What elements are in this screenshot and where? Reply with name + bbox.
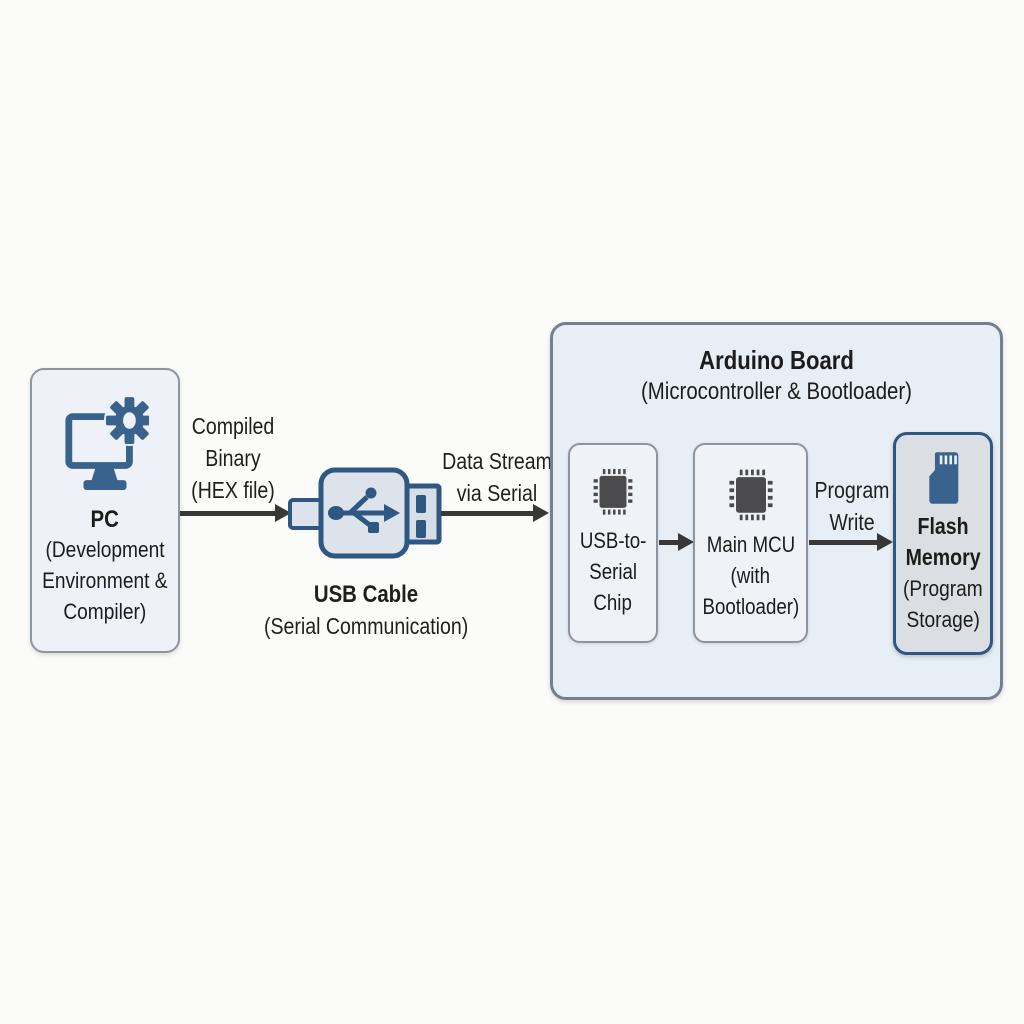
pc-box: PC (Development Environment & Compiler) [30,368,180,653]
usb-cable-label: USB Cable (Serial Communication) [246,580,486,642]
usb-cable-title: USB Cable [313,581,419,608]
usb-serial-chip-box: USB-to- Serial Chip [568,443,658,643]
usb-cable-subtitle: (Serial Communication) [264,613,469,639]
pc-subtitle-line: (Development [45,537,165,562]
pc-subtitle-line: Compiler) [63,599,147,624]
flash-memory-box: Flash Memory (Program Storage) [893,432,993,655]
compiled-binary-label: Compiled Binary (HEX file) [191,413,275,503]
chip-icon [728,469,773,521]
arrow-chip-to-mcu [659,533,694,551]
arrow-pc-to-usb [180,504,291,522]
pc-subtitle-line: Environment & [42,568,168,593]
usb-connector-icon [288,467,442,559]
main-mcu-box: Main MCU (with Bootloader) [693,443,808,643]
chip-icon [593,469,633,515]
arrow-usb-to-board [441,504,549,522]
data-stream-label: Data Stream via Serial [442,448,552,506]
microsd-card-icon [929,452,959,504]
pc-title: PC [90,506,120,533]
program-write-label: Program Write [814,477,890,535]
board-subtitle: (Microcontroller & Bootloader) [641,378,912,405]
arduino-board-box: Arduino Board (Microcontroller & Bootloa… [550,322,1003,700]
board-title: Arduino Board [699,345,854,375]
monitor-gear-icon [65,395,149,490]
arrow-mcu-to-flash [809,533,893,551]
